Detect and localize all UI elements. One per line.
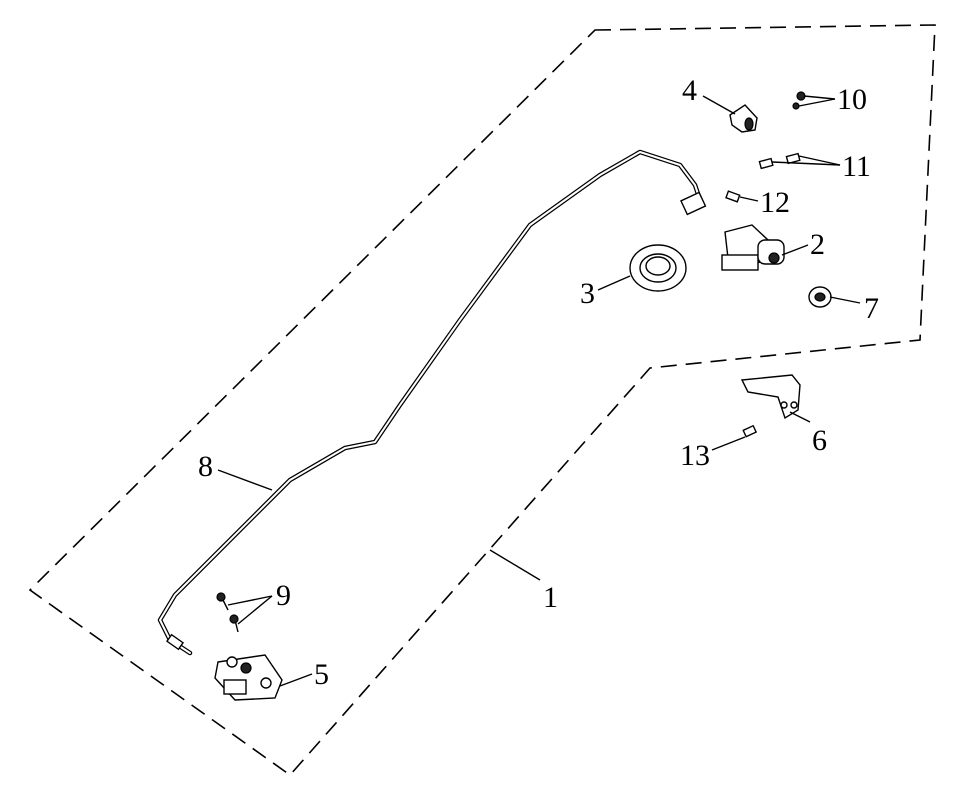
latch-part-5 bbox=[214, 654, 283, 701]
leader-5 bbox=[279, 673, 313, 687]
ring-part-3 bbox=[629, 244, 687, 292]
cable-part-8 bbox=[157, 149, 707, 656]
leader-13 bbox=[711, 436, 746, 451]
callout-labels: 1 2 3 4 5 6 7 8 9 10 11 12 13 bbox=[198, 74, 879, 691]
pin-part-12 bbox=[725, 190, 741, 203]
leader-11b bbox=[798, 155, 841, 166]
callout-2: 2 bbox=[810, 228, 825, 261]
callout-3: 3 bbox=[580, 277, 595, 310]
grommet-part-7 bbox=[808, 286, 832, 308]
callout-9: 9 bbox=[276, 579, 291, 612]
leader-lines bbox=[217, 95, 861, 687]
assembly-boundary-outline bbox=[28, 24, 936, 777]
leader-1 bbox=[489, 549, 541, 581]
callout-8: 8 bbox=[198, 450, 213, 483]
callout-7: 7 bbox=[864, 292, 879, 325]
leader-8 bbox=[217, 469, 273, 491]
leader-10a bbox=[803, 95, 836, 100]
leader-12 bbox=[739, 196, 759, 202]
leader-3 bbox=[597, 275, 631, 291]
leader-4 bbox=[702, 95, 736, 115]
bracket-part-6 bbox=[740, 374, 801, 420]
lock-assembly-part-2 bbox=[721, 224, 785, 271]
nuts-part-10 bbox=[792, 91, 806, 110]
leader-9b bbox=[237, 595, 273, 625]
bolts-part-11 bbox=[758, 152, 801, 170]
leader-7 bbox=[829, 296, 861, 304]
screws-part-9 bbox=[216, 592, 239, 633]
callout-11: 11 bbox=[842, 150, 871, 183]
callout-5: 5 bbox=[314, 658, 329, 691]
leader-10b bbox=[798, 98, 836, 107]
cap-part-4 bbox=[729, 104, 758, 133]
callout-1: 1 bbox=[543, 581, 558, 614]
leader-9a bbox=[227, 595, 273, 606]
callout-10: 10 bbox=[837, 83, 867, 116]
callout-13: 13 bbox=[680, 439, 710, 472]
callout-12: 12 bbox=[760, 186, 790, 219]
callout-4: 4 bbox=[682, 74, 697, 107]
leader-2 bbox=[781, 244, 809, 256]
leader-11a bbox=[771, 161, 841, 166]
bolt-part-13 bbox=[742, 424, 758, 438]
callout-6: 6 bbox=[812, 424, 827, 457]
leader-6 bbox=[789, 411, 811, 423]
